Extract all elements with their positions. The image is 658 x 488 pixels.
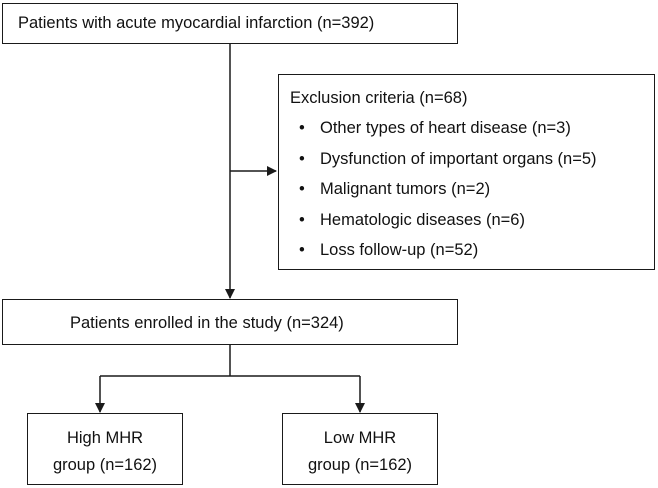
high-mhr-group-box: High MHR group (n=162) bbox=[27, 413, 183, 485]
bullet-icon: • bbox=[299, 149, 305, 168]
bullet-icon: • bbox=[299, 210, 305, 229]
exclusion-criteria-list: • Other types of heart disease (n=3) • Dys… bbox=[299, 118, 597, 271]
exclusion-item-label: Malignant tumors (n=2) bbox=[320, 180, 491, 198]
high-mhr-group-line1: High MHR bbox=[66, 429, 144, 447]
bullet-icon: • bbox=[299, 119, 305, 137]
low-mhr-group-line1: Low MHR bbox=[323, 429, 397, 447]
low-mhr-group-box: Low MHR group (n=162) bbox=[282, 413, 438, 485]
exclusion-item-label: Hematologic diseases (n=6) bbox=[320, 210, 525, 229]
low-mhr-group-line2: group (n=162) bbox=[307, 456, 413, 474]
exclusion-item: • Other types of heart disease (n=3) bbox=[299, 118, 597, 149]
exclusion-item: • Loss follow-up (n=52) bbox=[299, 240, 597, 271]
initial-patients-box: Patients with acute myocardial infarctio… bbox=[2, 3, 458, 44]
exclusion-item-label: Loss follow-up (n=52) bbox=[320, 241, 479, 259]
exclusion-item-label: Other types of heart disease (n=3) bbox=[320, 119, 571, 137]
exclusion-criteria-box: Exclusion criteria (n=68) • Other types o… bbox=[278, 74, 655, 270]
bullet-icon: • bbox=[299, 241, 305, 259]
exclusion-item: • Hematologic diseases (n=6) bbox=[299, 210, 597, 241]
enrolled-patients-label: Patients enrolled in the study (n=324) bbox=[70, 314, 344, 332]
exclusion-item-label: Dysfunction of important organs (n=5) bbox=[320, 149, 597, 168]
initial-patients-label: Patients with acute myocardial infarctio… bbox=[18, 14, 375, 32]
exclusion-item: • Dysfunction of important organs (n=5) bbox=[299, 149, 597, 180]
enrolled-patients-box: Patients enrolled in the study (n=324) bbox=[2, 299, 458, 345]
exclusion-criteria-title: Exclusion criteria (n=68) bbox=[290, 89, 468, 107]
bullet-icon: • bbox=[299, 180, 305, 198]
exclusion-item: • Malignant tumors (n=2) bbox=[299, 179, 597, 210]
high-mhr-group-line2: group (n=162) bbox=[52, 456, 158, 474]
